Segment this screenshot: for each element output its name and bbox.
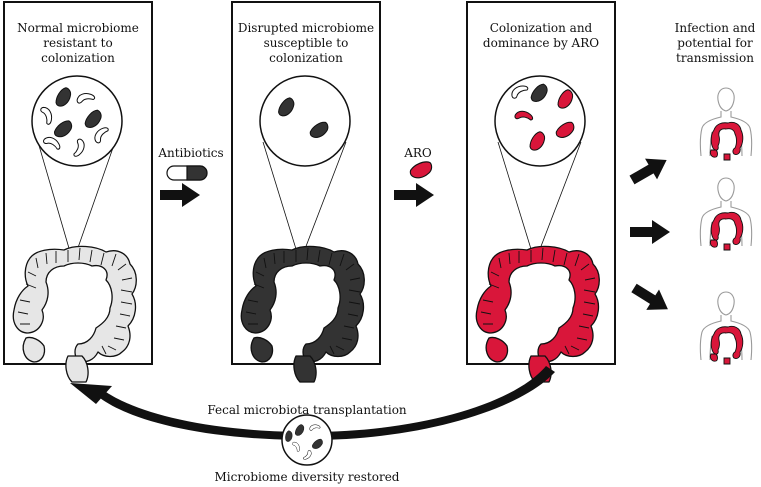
panel-normal-label: Normal microbiome resistant to colonizat…	[6, 21, 150, 66]
person-bottom	[699, 291, 753, 365]
fmt-arrowhead	[70, 383, 112, 404]
panel-colonized-label-line2: dominance by ARO	[482, 36, 600, 50]
panel-normal-label-line1: Normal microbiome	[17, 21, 139, 35]
panel-colonized-zoom-lines	[497, 141, 582, 263]
fmt-result-label: Microbiome diversity restored	[214, 470, 400, 484]
antibiotics-arrow	[160, 183, 200, 207]
aro-label: ARO	[404, 146, 432, 160]
capsule-icon	[166, 165, 208, 181]
panel-colonized-label-line1: Colonization and	[489, 21, 593, 35]
outcome-arrow-middle	[630, 220, 670, 244]
person-bottom-colon	[709, 325, 744, 365]
panel-normal-zoom-lines	[37, 141, 116, 263]
person-middle-colon	[709, 211, 744, 251]
person-top	[699, 87, 753, 161]
outcome-label-line3: transmission	[676, 51, 754, 65]
panel-disrupted-label-line1: Disrupted microbiome	[237, 21, 375, 35]
panel-normal	[3, 1, 153, 383]
outcome-label-line2: potential for	[677, 36, 753, 50]
person-top-colon	[709, 121, 744, 161]
panel-disrupted-label: Disrupted microbiome susceptible to colo…	[226, 21, 386, 66]
panel-disrupted-label-line2: susceptible to colonization	[263, 36, 349, 65]
panel-colonized-label: Colonization and dominance by ARO	[469, 21, 613, 51]
outcome-arrow-bottom	[627, 277, 675, 320]
panel-disrupted-zoom-lines	[262, 141, 347, 263]
outcome-label: Infection and potential for transmission	[671, 21, 759, 66]
panel-colonized	[466, 1, 616, 383]
person-middle	[699, 177, 753, 251]
panel-normal-label-line2: resistant to colonization	[41, 36, 115, 65]
panel-disrupted-magnifier	[259, 75, 351, 167]
outcome-label-line1: Infection and	[674, 21, 756, 35]
aro-bacterium-icon	[407, 158, 436, 182]
fmt-title: Fecal microbiota transplantation	[207, 403, 407, 417]
fmt-return-arc	[100, 366, 555, 440]
outcome-arrow-top	[626, 149, 673, 191]
antibiotics-label: Antibiotics	[158, 146, 224, 160]
panel-disrupted	[231, 1, 381, 383]
aro-arrow	[394, 183, 434, 207]
